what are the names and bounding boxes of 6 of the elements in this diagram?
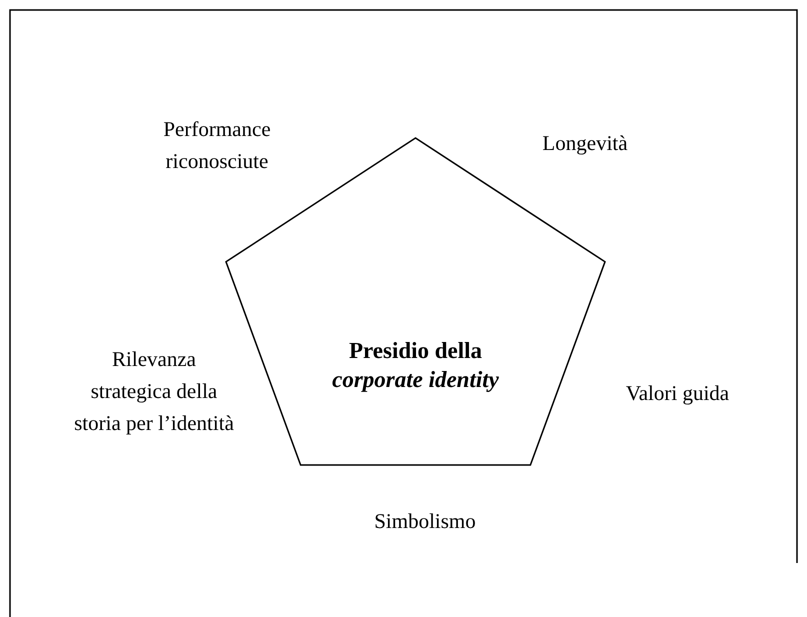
aspect-label: Performance riconosciute [162,116,272,175]
aspect-label: Rilevanza strategica della storia per l’identità [73,346,235,437]
center-title: Presidio della corporate identity [331,337,500,394]
aspect-label: Simbolismo [373,508,477,535]
aspect-label: Longevità [541,130,629,157]
aspect-label: Valori guida [624,380,730,407]
